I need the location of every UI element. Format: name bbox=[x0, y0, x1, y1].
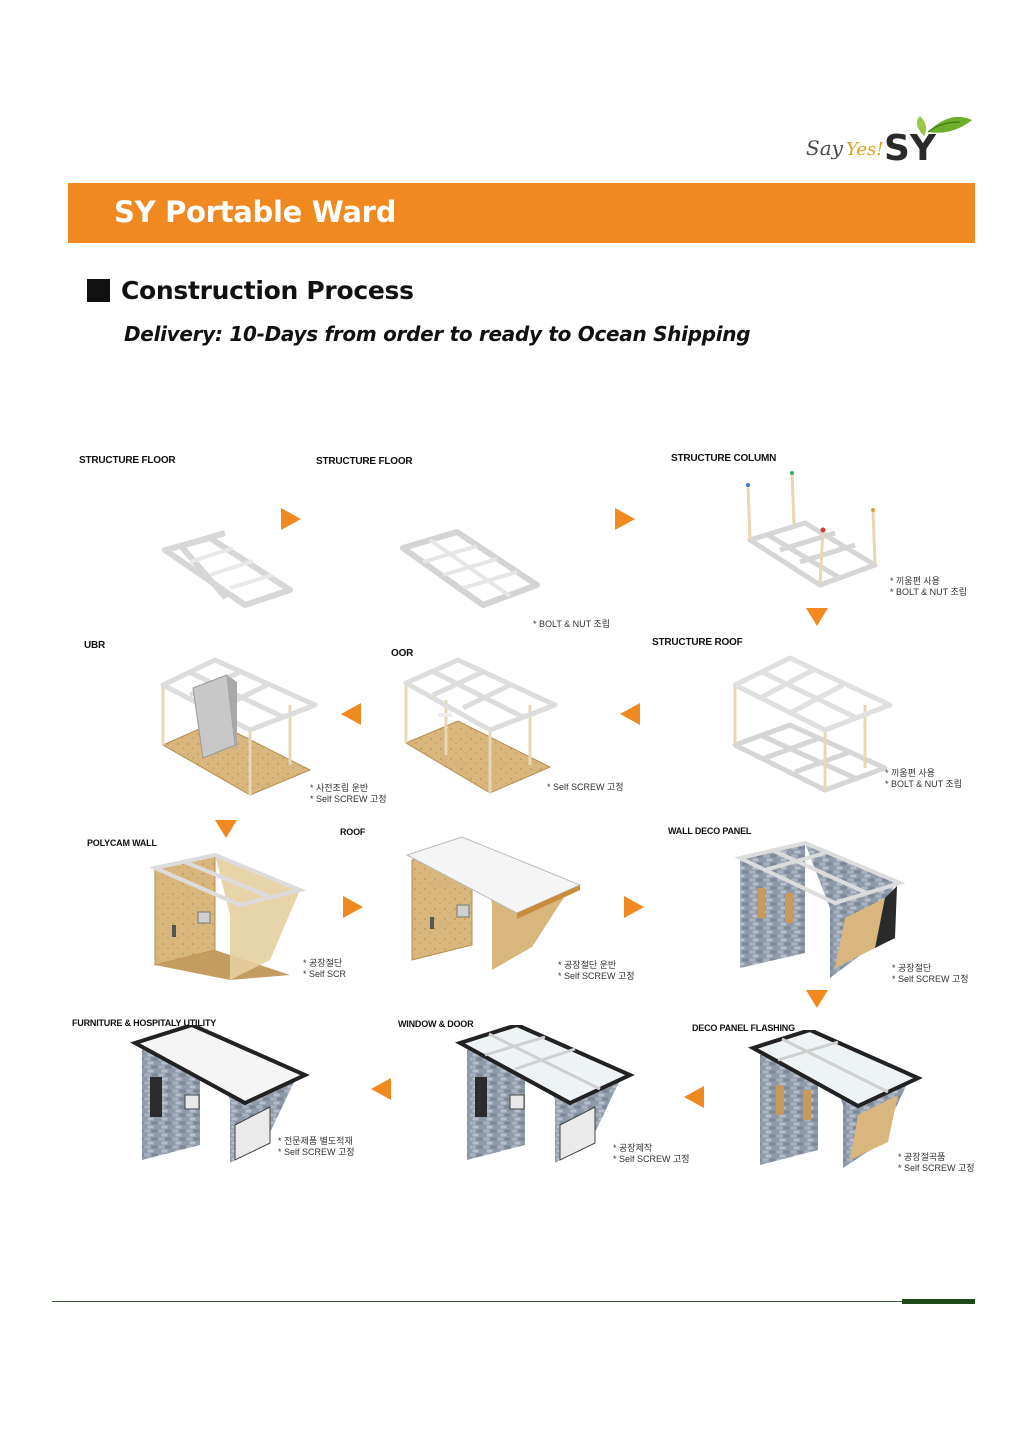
step-note-roof: * 공장절단 운반 * Self SCREW 고정 bbox=[558, 960, 635, 981]
step-label-polycam-wall: POLYCAM WALL bbox=[87, 838, 157, 848]
step-note-wall-deco-panel: * 공장절단 * Self SCREW 고정 bbox=[892, 963, 969, 984]
step-label-structure-floor-2: STRUCTURE FLOOR bbox=[316, 456, 413, 467]
step-label-structure-column: STRUCTURE COLUMN bbox=[671, 453, 777, 464]
step-note-polycam-wall: * 공장절단 * Self SCR bbox=[303, 958, 347, 979]
step-note-deco-panel-flashing: * 공장절곡품 * Self SCREW 고정 bbox=[898, 1152, 975, 1173]
logo-say: Say bbox=[806, 136, 844, 160]
square-bullet-icon bbox=[87, 279, 110, 302]
furniture-utility-illustration bbox=[130, 1025, 310, 1163]
footer-divider bbox=[52, 1301, 974, 1302]
company-logo: Say Yes! SY bbox=[800, 110, 980, 170]
door-frame-illustration bbox=[403, 657, 558, 794]
arrow-left-icon bbox=[341, 703, 361, 725]
floor-frame-illustration-2 bbox=[400, 529, 540, 608]
step-note-ubr: * 사전조립 운반 * Self SCREW 고정 bbox=[310, 783, 387, 804]
step-label-structure-floor-1: STRUCTURE FLOOR bbox=[79, 455, 176, 466]
roof-panel-illustration bbox=[405, 836, 582, 970]
step-label-structure-roof: STRUCTURE ROOF bbox=[652, 637, 743, 648]
arrow-left-icon bbox=[371, 1078, 391, 1100]
step-note-structure-column: * 끼움편 사용 * BOLT & NUT 조립 bbox=[890, 576, 968, 597]
leaf-icon bbox=[916, 116, 972, 136]
column-frame-illustration bbox=[746, 471, 878, 588]
step-label-deco-panel-flashing: DECO PANEL FLASHING bbox=[692, 1023, 795, 1033]
delivery-text: Delivery: 10-Days from order to ready to… bbox=[124, 322, 751, 346]
step-note-furniture: * 전문제품 별도적재 * Self SCREW 고정 bbox=[278, 1136, 355, 1157]
arrow-down-icon bbox=[806, 608, 828, 626]
banner-title: SY Portable Ward bbox=[114, 195, 397, 229]
ubr-illustration bbox=[160, 657, 318, 796]
arrow-right-icon bbox=[615, 508, 635, 530]
arrow-left-icon bbox=[620, 703, 640, 725]
arrow-down-icon bbox=[215, 820, 237, 838]
step-label-ubr: UBR bbox=[84, 640, 106, 651]
section-title: Construction Process bbox=[121, 276, 414, 305]
logo-sy: SY bbox=[884, 128, 937, 169]
deco-panel-flashing-illustration bbox=[748, 1030, 923, 1168]
roof-frame-illustration bbox=[732, 655, 893, 793]
title-banner: SY Portable Ward bbox=[68, 183, 975, 243]
step-label-window-door: WINDOW & DOOR bbox=[398, 1019, 474, 1029]
step-label-door: OOR bbox=[391, 648, 414, 659]
step-note-structure-roof: * 끼움편 사용 * BOLT & NUT 조립 bbox=[885, 768, 963, 789]
logo-yes: Yes! bbox=[846, 139, 883, 160]
step-label-wall-deco-panel: WALL DECO PANEL bbox=[668, 826, 752, 836]
footer-accent-bar bbox=[902, 1299, 975, 1304]
wall-deco-panel-illustration bbox=[735, 840, 905, 978]
step-label-roof: ROOF bbox=[340, 827, 366, 837]
step-note-structure-floor-2: * BOLT & NUT 조립 bbox=[533, 619, 611, 629]
arrow-right-icon bbox=[281, 508, 301, 530]
step-note-door: * Self SCREW 고정 bbox=[547, 782, 624, 792]
arrow-left-icon bbox=[684, 1086, 704, 1108]
step-note-window-door: * 공장제작 * Self SCREW 고정 bbox=[613, 1143, 690, 1164]
arrow-right-icon bbox=[343, 896, 363, 918]
polycam-wall-illustration bbox=[150, 852, 307, 980]
arrow-right-icon bbox=[624, 896, 644, 918]
window-door-illustration bbox=[455, 1025, 635, 1163]
arrow-down-icon bbox=[806, 990, 828, 1008]
section-heading: Construction Process bbox=[87, 276, 414, 305]
step-label-furniture: FURNITURE & HOSPITALY UTILITY bbox=[72, 1018, 217, 1028]
floor-frame-illustration-1 bbox=[162, 530, 293, 608]
